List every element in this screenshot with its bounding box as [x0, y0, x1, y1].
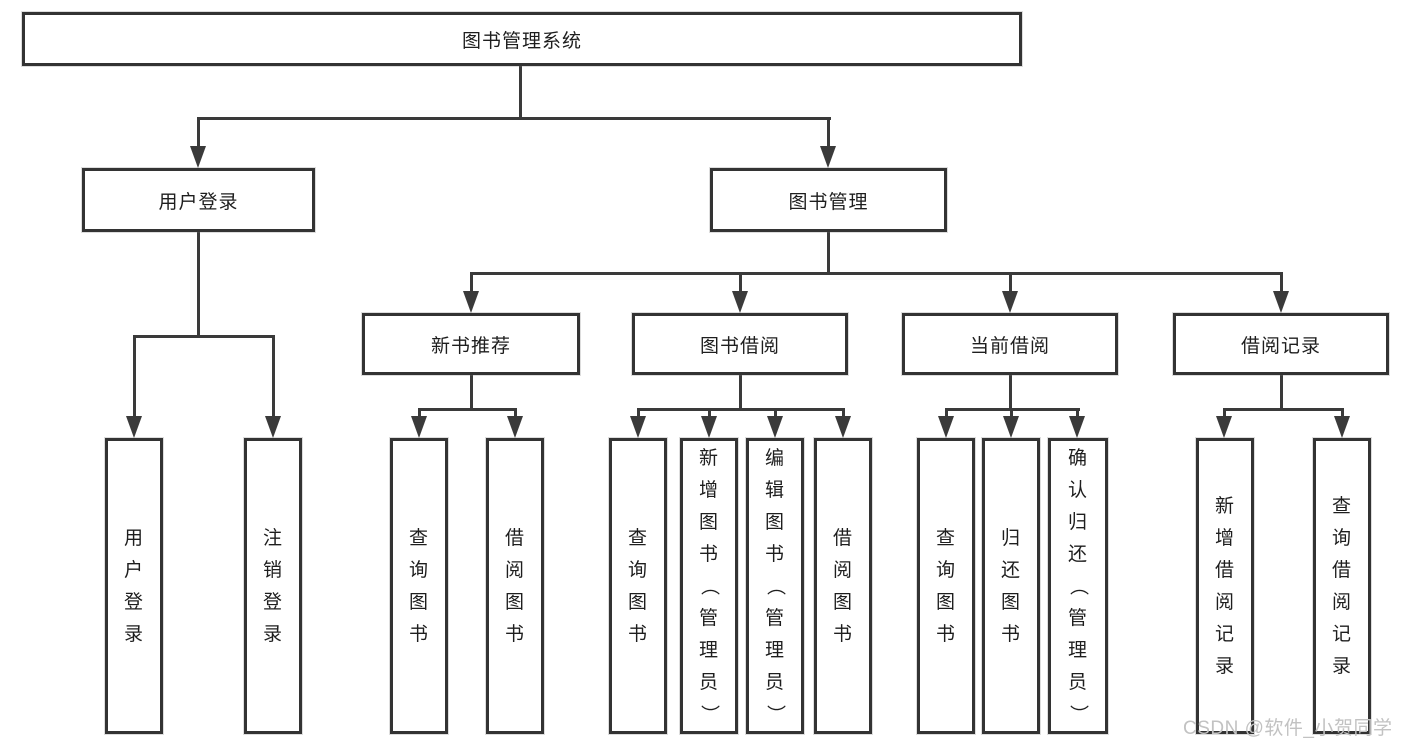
connector-line — [1010, 408, 1013, 422]
leaf-user-login: 用户登录 — [105, 438, 163, 734]
arrowhead — [411, 416, 427, 438]
connector-line — [197, 117, 200, 148]
leaf-add-book-admin: 新增图书（管理员） — [680, 438, 738, 734]
leaf-return-book: 归还图书 — [982, 438, 1040, 734]
connector-line — [1280, 375, 1283, 411]
node-user-login-label: 用户登录 — [158, 191, 239, 213]
node-book-management: 图书管理 — [710, 168, 947, 232]
connector-line — [739, 272, 742, 294]
connector-line — [842, 408, 845, 422]
arrowhead — [701, 416, 717, 438]
leaf-current-query-book: 查询图书 — [917, 438, 975, 734]
leaf-current-query-book-label: 查询图书 — [935, 527, 956, 645]
leaf-borrow-query-book-label: 查询图书 — [627, 527, 648, 645]
arrowhead — [820, 146, 836, 168]
arrowhead — [1003, 416, 1019, 438]
arrowhead — [1334, 416, 1350, 438]
connector-line — [1076, 408, 1079, 422]
connector-line — [1223, 408, 1226, 422]
connector-line — [637, 408, 640, 422]
arrowhead — [630, 416, 646, 438]
leaf-confirm-return-admin: 确认归还（管理员） — [1048, 438, 1108, 734]
node-new-book-recommend-label: 新书推荐 — [430, 335, 511, 357]
leaf-borrow-book: 借阅图书 — [814, 438, 872, 734]
arrowhead — [1002, 291, 1018, 313]
leaf-edit-book-admin-label: 编辑图书（管理员） — [764, 447, 786, 725]
leaf-recommend-borrow-book-label: 借阅图书 — [504, 527, 525, 645]
leaf-logout-label: 注销登录 — [262, 527, 283, 645]
arrowhead — [1273, 291, 1289, 313]
connector-line — [1009, 375, 1012, 411]
arrowhead — [507, 416, 523, 438]
node-book-management-label: 图书管理 — [788, 191, 869, 213]
arrowhead — [938, 416, 954, 438]
node-user-login: 用户登录 — [82, 168, 315, 232]
connector-line — [133, 335, 136, 418]
arrowhead — [835, 416, 851, 438]
node-current-borrow: 当前借阅 — [902, 313, 1118, 375]
watermark: CSDN @软件_小贺同学 — [1183, 718, 1393, 739]
connector-line — [470, 272, 473, 294]
connector-line — [418, 408, 517, 411]
node-new-book-recommend: 新书推荐 — [362, 313, 580, 375]
leaf-return-book-label: 归还图书 — [1000, 527, 1021, 645]
leaf-add-borrow-record-label: 新增借阅记录 — [1214, 495, 1235, 677]
connector-line — [1280, 272, 1283, 294]
connector-line — [827, 117, 830, 148]
node-borrow-record-label: 借阅记录 — [1240, 335, 1321, 357]
leaf-confirm-return-admin-label: 确认归还（管理员） — [1067, 447, 1089, 725]
leaf-add-book-admin-label: 新增图书（管理员） — [698, 447, 720, 725]
connector-line — [774, 408, 777, 422]
connector-line — [197, 232, 200, 338]
connector-line — [1341, 408, 1344, 422]
connector-line — [739, 375, 742, 411]
leaf-borrow-book-label: 借阅图书 — [832, 527, 853, 645]
connector-line — [637, 408, 845, 411]
connector-line — [197, 117, 831, 120]
leaf-add-borrow-record: 新增借阅记录 — [1196, 438, 1254, 734]
connector-line — [945, 408, 948, 422]
leaf-user-login-label: 用户登录 — [123, 527, 144, 645]
arrowhead — [190, 146, 206, 168]
connector-line — [1009, 272, 1012, 294]
node-current-borrow-label: 当前借阅 — [969, 335, 1050, 357]
arrowhead — [126, 416, 142, 438]
node-book-borrow-label: 图书借阅 — [699, 335, 780, 357]
connector-line — [133, 335, 275, 338]
connector-line — [708, 408, 711, 422]
arrowhead — [767, 416, 783, 438]
connector-line — [470, 375, 473, 411]
node-root-label: 图书管理系统 — [461, 30, 582, 52]
arrowhead — [463, 291, 479, 313]
node-borrow-record: 借阅记录 — [1173, 313, 1389, 375]
connector-line — [272, 335, 275, 418]
leaf-query-borrow-record: 查询借阅记录 — [1313, 438, 1371, 734]
arrowhead — [732, 291, 748, 313]
node-book-borrow: 图书借阅 — [632, 313, 848, 375]
connector-line — [827, 232, 830, 275]
connector-line — [1223, 408, 1344, 411]
connector-line — [418, 408, 421, 422]
arrowhead — [265, 416, 281, 438]
leaf-query-borrow-record-label: 查询借阅记录 — [1331, 495, 1352, 677]
leaf-borrow-query-book: 查询图书 — [609, 438, 667, 734]
node-root: 图书管理系统 — [22, 12, 1022, 66]
leaf-recommend-borrow-book: 借阅图书 — [486, 438, 544, 734]
arrowhead — [1069, 416, 1085, 438]
connector-line — [519, 66, 522, 120]
leaf-logout: 注销登录 — [244, 438, 302, 734]
leaf-edit-book-admin: 编辑图书（管理员） — [746, 438, 804, 734]
connector-line — [514, 408, 517, 422]
leaf-recommend-query-book: 查询图书 — [390, 438, 448, 734]
leaf-recommend-query-book-label: 查询图书 — [408, 527, 429, 645]
connector-line — [470, 272, 1283, 275]
arrowhead — [1216, 416, 1232, 438]
